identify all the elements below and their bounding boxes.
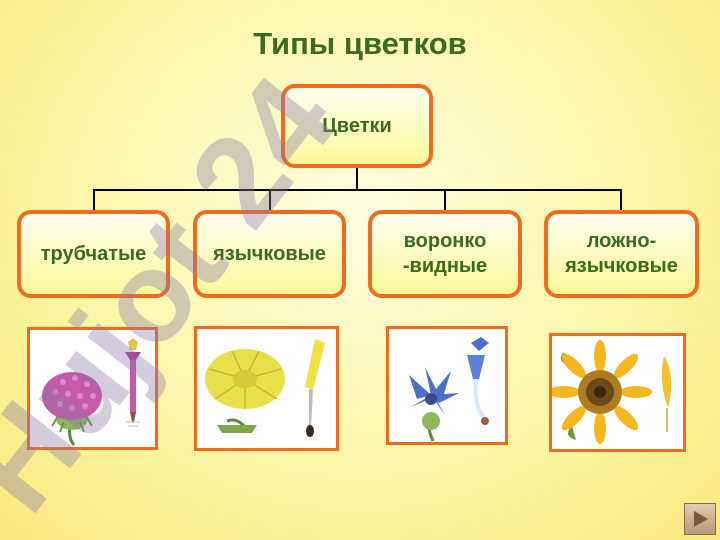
connector-to-false-ligulate (620, 189, 622, 211)
connector-to-ligulate (269, 189, 271, 211)
node-ligulate: язычковые (193, 210, 346, 298)
node-false-ligulate: ложно- язычковые (544, 210, 699, 298)
play-triangle-icon (694, 511, 708, 527)
cornflower-image (386, 326, 508, 445)
dandelion-flower-image (194, 326, 339, 451)
node-funnel-shaped: воронко -видные (368, 210, 522, 298)
node-tubular: трубчатые (17, 210, 170, 298)
page-title: Типы цветков (253, 26, 467, 61)
root-node-flowers: Цветки (281, 84, 433, 168)
next-slide-button[interactable] (684, 503, 716, 535)
connector-horizontal (93, 189, 622, 191)
connector-to-tubular (93, 189, 95, 211)
thistle-flower-image (27, 327, 158, 450)
connector-root-stem (356, 168, 358, 190)
connector-to-funnel (444, 189, 446, 211)
sunflower-image (549, 333, 686, 452)
